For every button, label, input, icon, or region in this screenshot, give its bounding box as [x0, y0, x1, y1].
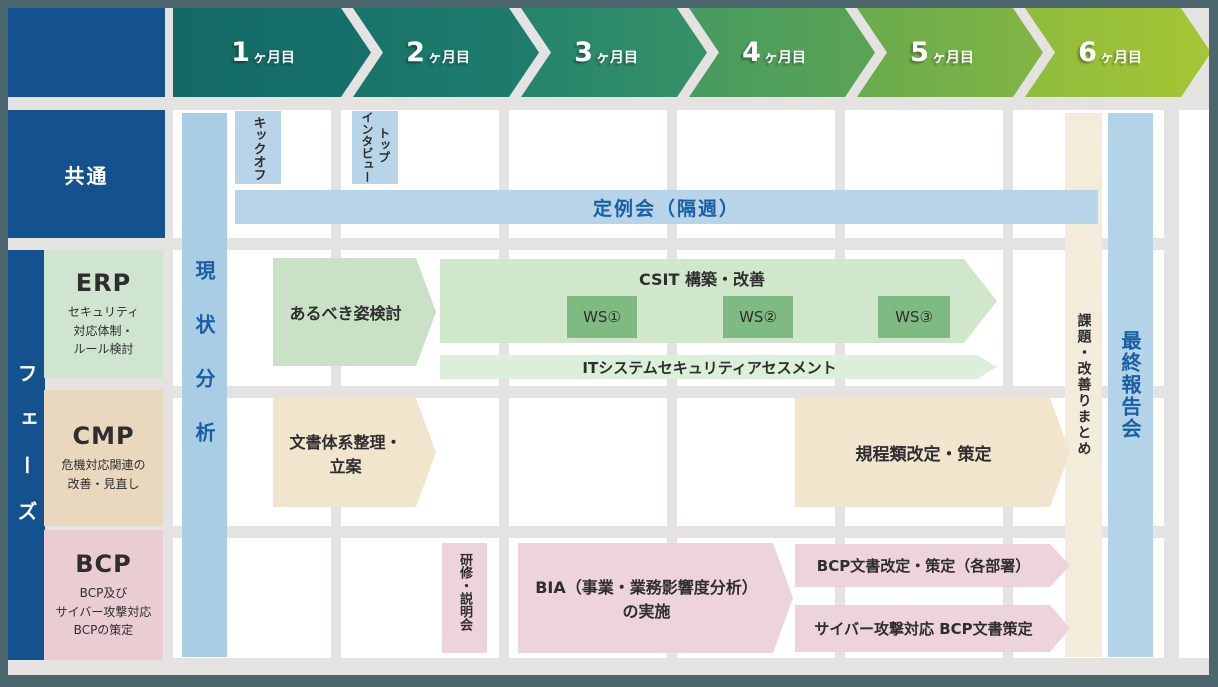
month-chevron-6 — [1025, 8, 1209, 97]
month-chevron-2 — [353, 8, 539, 97]
workshop-3-box: WS③ — [878, 296, 950, 338]
top-interview-line1: トップ — [376, 127, 391, 163]
phase-sidebar: フェーズ — [8, 250, 45, 660]
top-interview-line2: インタビュー — [360, 111, 374, 183]
month-number: 2 — [406, 37, 425, 68]
cmp-title: CMP — [72, 422, 135, 451]
current-analysis-label: 現状分析 — [192, 260, 216, 476]
grid-last-column — [1179, 110, 1209, 658]
month-number: 4 — [742, 37, 761, 68]
it-assessment-arrow: ITシステムセキュリティアセスメント — [440, 355, 997, 379]
month-unit: ヶ月目 — [931, 49, 974, 66]
month-unit: ヶ月目 — [427, 49, 470, 66]
final-report-bar: 最終報告会 — [1108, 113, 1153, 657]
workshop-2-box: WS② — [723, 296, 793, 338]
erp-ideal-arrow: あるべき姿検討 — [273, 258, 436, 366]
month-number: 1 — [231, 37, 250, 68]
month-chevron-1 — [173, 8, 371, 97]
regular-meeting-bar: 定例会（隔週） — [235, 190, 1098, 224]
row-label-common: 共通 — [8, 110, 165, 238]
issues-summary-label: 課題・改善りまとめ — [1075, 313, 1092, 457]
month-chevron-4 — [689, 8, 875, 97]
month-number: 6 — [1078, 37, 1097, 68]
cmp-subtitle: 危機対応関連の 改善・見直し — [61, 458, 146, 491]
month-unit: ヶ月目 — [1099, 49, 1142, 66]
month-chevron-5 — [857, 8, 1043, 97]
final-report-label: 最終報告会 — [1118, 330, 1142, 440]
month-unit: ヶ月目 — [595, 49, 638, 66]
month-unit: ヶ月目 — [763, 49, 806, 66]
top-interview-box: トップインタビュー — [352, 111, 398, 184]
current-analysis-bar: 現状分析 — [182, 113, 227, 657]
regulations-arrow: 規程類改定・策定 — [795, 398, 1070, 507]
phase-label: フェーズ — [14, 363, 38, 547]
kickoff-label: キックオフ — [250, 116, 266, 181]
row-label-bcp: BCP BCP及び サイバー攻撃対応 BCPの策定 — [44, 530, 163, 660]
training-box: 研修・説明会 — [442, 543, 487, 653]
bcp-docs-arrow: BCP文書改定・策定（各部署） — [795, 544, 1070, 587]
bcp-subtitle: BCP及び サイバー攻撃対応 BCPの策定 — [55, 586, 152, 638]
bcp-title: BCP — [75, 550, 132, 579]
top-interview-label: トップインタビュー — [358, 111, 392, 183]
bia-arrow: BIA（事業・業務影響度分析） の実施 — [518, 543, 793, 653]
month-number: 5 — [910, 37, 929, 68]
erp-subtitle: セキュリティ 対応体制・ ルール検討 — [67, 305, 140, 357]
training-label: 研修・説明会 — [457, 553, 472, 631]
doc-structure-arrow: 文書体系整理・ 立案 — [273, 398, 436, 507]
kickoff-box: キックオフ — [235, 111, 281, 184]
month-number: 3 — [574, 37, 593, 68]
month-chevron-3 — [521, 8, 707, 97]
row-label-cmp: CMP 危機対応関連の 改善・見直し — [44, 390, 163, 526]
erp-title: ERP — [75, 269, 132, 298]
cyber-bcp-arrow: サイバー攻撃対応 BCP文書策定 — [795, 605, 1070, 652]
header-corner — [8, 8, 165, 97]
workshop-1-box: WS① — [567, 296, 637, 338]
month-unit: ヶ月目 — [252, 49, 295, 66]
row-label-erp: ERP セキュリティ 対応体制・ ルール検討 — [44, 250, 163, 378]
csit-build-label: CSIT 構築・改善 — [638, 270, 765, 289]
